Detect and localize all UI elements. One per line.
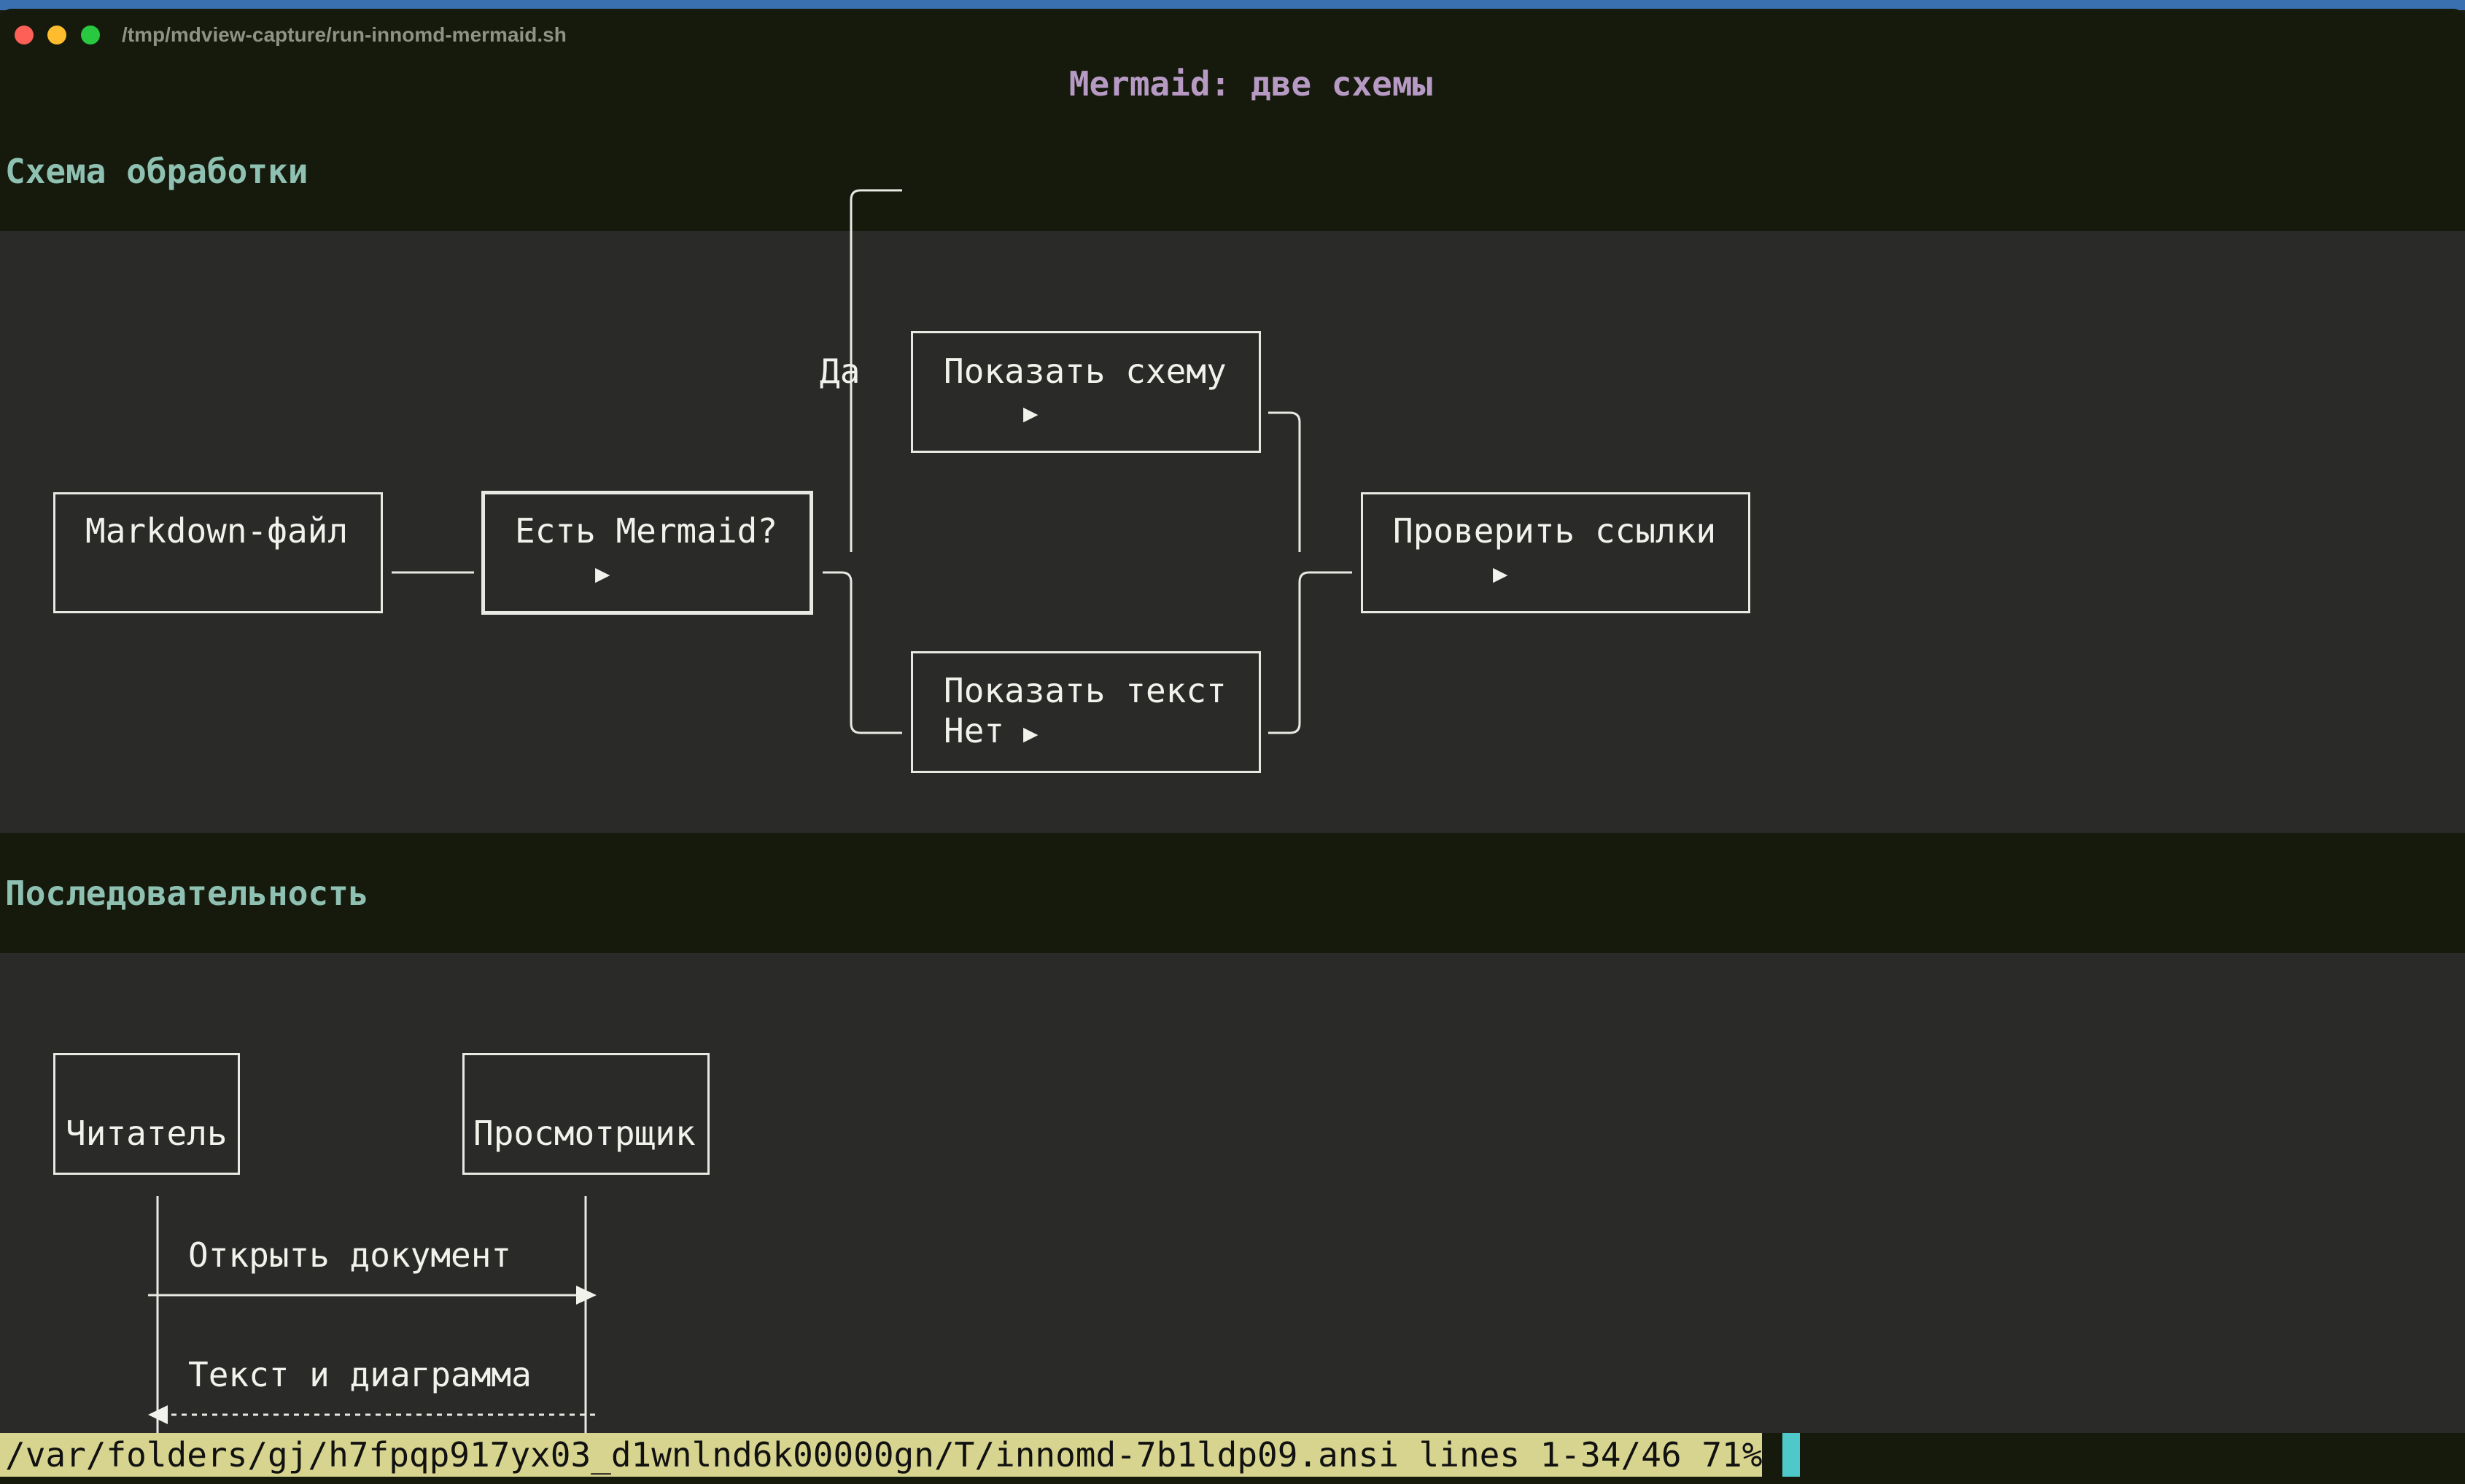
flow-arrow-icon: ▶ [595, 559, 610, 588]
zoom-button[interactable] [81, 26, 100, 44]
window-title: /tmp/mdview-capture/run-innomd-mermaid.s… [122, 23, 567, 46]
node-decision-label: Есть Mermaid? [515, 511, 778, 551]
node-decision [481, 491, 813, 615]
node-check-links-label: Проверить ссылки [1393, 511, 1717, 551]
node-markdown-file-label: Markdown-файл [85, 511, 349, 551]
close-button[interactable] [15, 26, 34, 44]
edge-label-no: Нет [944, 711, 1005, 750]
node-show-text [911, 651, 1261, 773]
terminal-cursor [1782, 1433, 1800, 1477]
document-title: Mermaid: две схемы [1068, 64, 1433, 104]
title-bar: /tmp/mdview-capture/run-innomd-mermaid.s… [0, 9, 2465, 46]
flow-arrow-icon: ▶ [1493, 559, 1508, 588]
pager-status-bar: /var/folders/gj/h7fpqp917yx03_d1wnlnd6k0… [0, 1433, 1763, 1477]
section-heading-flowchart: Схема обработки [5, 152, 308, 191]
participant-viewer [462, 1053, 710, 1175]
message-text-and-diagram: Текст и диаграмма [188, 1355, 532, 1394]
section-heading-sequence: Последовательность [5, 874, 369, 913]
minimize-button[interactable] [47, 26, 66, 44]
participant-reader-label: Читатель [66, 1114, 228, 1153]
node-show-diagram [911, 331, 1261, 453]
edge-label-yes: Да [820, 351, 861, 391]
message-open-document: Открыть документ [188, 1235, 512, 1275]
flow-arrow-icon: ▶ [1023, 719, 1039, 748]
participant-viewer-label: Просмотрщик [473, 1114, 696, 1153]
flow-arrow-icon: ▶ [1023, 399, 1039, 428]
node-markdown-file [53, 492, 383, 613]
node-check-links [1361, 492, 1750, 613]
sequence-panel [0, 953, 2465, 1433]
participant-reader [53, 1053, 240, 1175]
node-show-text-label: Показать текст [944, 671, 1227, 710]
node-show-diagram-label: Показать схему [944, 351, 1227, 391]
desktop-strip [0, 0, 2465, 10]
